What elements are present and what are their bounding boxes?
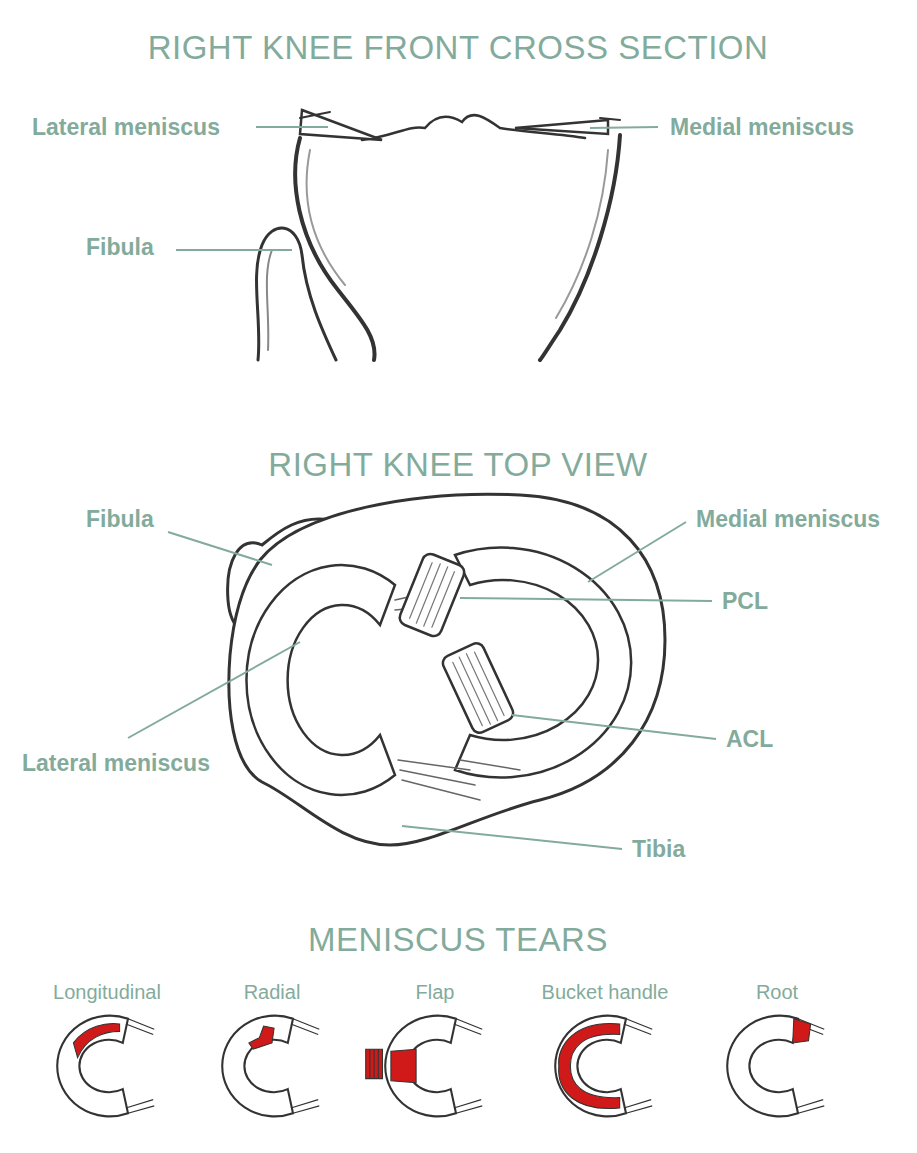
tear-mark — [73, 1024, 119, 1058]
part-label: Fibula — [86, 506, 154, 532]
acl-body — [440, 641, 515, 736]
top-leaders — [128, 522, 716, 849]
tibia-right-shade — [556, 150, 608, 318]
leader-line — [176, 249, 292, 251]
acl-fibres — [452, 650, 505, 727]
tear-flap — [366, 1016, 483, 1117]
section-heading: MENISCUS TEARS — [308, 921, 608, 959]
tear-radial — [222, 1016, 319, 1117]
horns — [126, 1019, 154, 1114]
horns — [454, 1019, 482, 1114]
horns — [291, 1019, 319, 1114]
leader-line — [402, 826, 622, 849]
leader-line — [168, 532, 272, 565]
plateau-top — [300, 112, 620, 120]
part-label: Lateral meniscus — [32, 114, 220, 140]
part-label: PCL — [722, 588, 768, 614]
part-label: Medial meniscus — [696, 506, 880, 532]
front-section — [257, 110, 620, 360]
tibia-left — [295, 138, 374, 360]
tear-mark — [391, 1049, 416, 1083]
tear-root — [727, 1016, 824, 1117]
tear-label: Root — [756, 981, 798, 1004]
meniscus-ring — [57, 1016, 128, 1117]
tibia-right — [540, 135, 620, 360]
pcl-body — [397, 552, 466, 639]
section-heading: RIGHT KNEE FRONT CROSS SECTION — [148, 29, 769, 67]
leader-line — [512, 715, 716, 739]
meniscus-ring — [385, 1016, 456, 1117]
meniscus-ring — [222, 1016, 293, 1117]
pcl-fibres — [409, 561, 455, 629]
lateral-meniscus-wedge — [300, 110, 382, 140]
horns — [624, 1019, 652, 1114]
lateral-meniscus-ring — [246, 565, 395, 795]
part-label: Fibula — [86, 234, 154, 260]
front-leaders — [176, 127, 658, 250]
tear-label: Radial — [244, 981, 301, 1004]
tear-label: Bucket handle — [542, 981, 669, 1004]
leader-line — [460, 598, 712, 601]
tear-mark — [249, 1026, 274, 1049]
tibia-outline — [229, 494, 665, 845]
fibula-bone — [257, 228, 336, 360]
leader-line — [128, 642, 300, 738]
meniscus-ring — [555, 1016, 626, 1117]
pcl-ligament — [397, 552, 466, 639]
section-heading: RIGHT KNEE TOP VIEW — [268, 446, 647, 484]
tears — [57, 1016, 824, 1117]
meniscus-ring — [727, 1016, 798, 1117]
leader-line — [590, 127, 658, 128]
tear-mark — [559, 1024, 620, 1109]
fibula-shade — [267, 250, 272, 350]
part-label: Lateral meniscus — [22, 750, 210, 776]
flap-piece — [366, 1049, 383, 1078]
tear-bucket-handle — [555, 1016, 652, 1117]
part-label: Medial meniscus — [670, 114, 854, 140]
tear-longitudinal — [57, 1016, 154, 1117]
leader-line — [256, 126, 328, 128]
part-label: ACL — [726, 726, 773, 752]
tear-label: Flap — [416, 981, 455, 1004]
part-label: Tibia — [632, 836, 685, 862]
acl-ligament — [440, 641, 515, 736]
tibia-left-shade — [307, 150, 345, 285]
tear-mark — [793, 1019, 811, 1043]
leader-line — [588, 522, 686, 582]
tear-label: Longitudinal — [53, 981, 161, 1004]
top-view — [228, 494, 665, 845]
